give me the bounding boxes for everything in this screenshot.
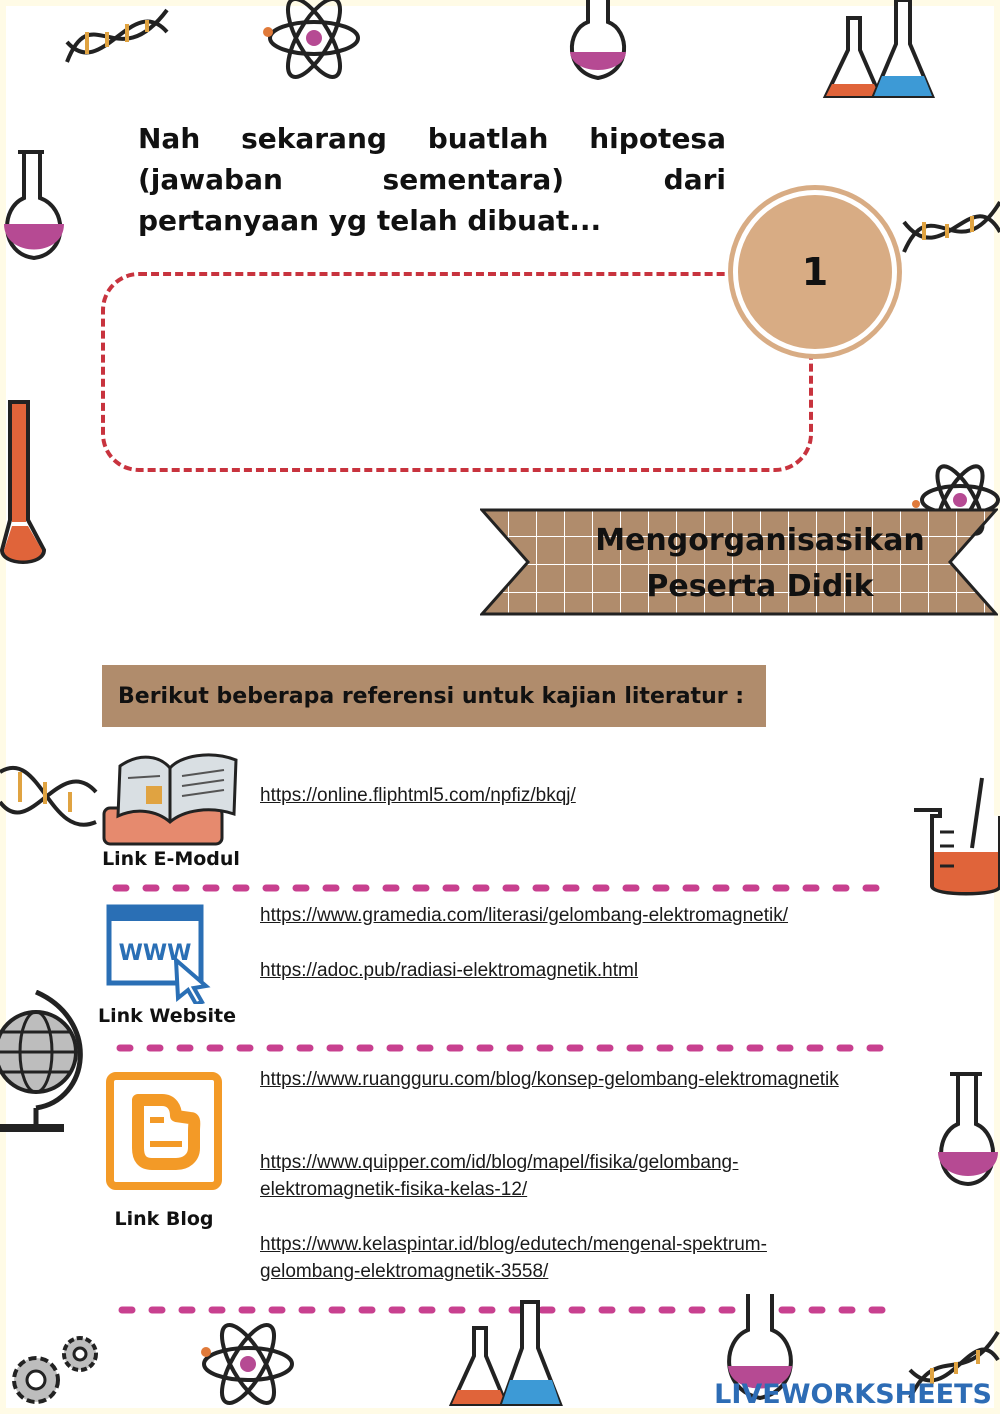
www-icon: WWW xyxy=(106,904,211,1004)
hypothesis-answer-input[interactable] xyxy=(118,290,718,454)
dna-icon xyxy=(908,1330,1000,1399)
ribbon-banner xyxy=(480,508,998,616)
blog-link-ruangguru[interactable]: https://www.ruangguru.com/blog/konsep-ge… xyxy=(260,1069,839,1090)
banner-line2: Peserta Didik xyxy=(646,569,874,604)
blog-link-kelaspintar[interactable]: https://www.kelaspintar.id/blog/edutech/… xyxy=(260,1234,767,1282)
dna-icon xyxy=(0,765,98,827)
flask-icon xyxy=(4,150,64,261)
question-number-badge: 1 xyxy=(733,190,897,354)
section-label: Link Blog xyxy=(114,1208,214,1230)
section-label: Link Website xyxy=(98,1005,236,1027)
atom-icon xyxy=(263,0,360,79)
flask-icon xyxy=(727,1294,793,1401)
gears-icon xyxy=(12,1336,98,1404)
dna-icon xyxy=(902,200,1000,253)
dotted-divider xyxy=(116,1044,896,1052)
section-label: Link E-Modul xyxy=(102,848,240,870)
website-link-adoc[interactable]: https://adoc.pub/radiasi-elektromagnetik… xyxy=(260,960,639,981)
thermometer-icon xyxy=(0,400,47,564)
book-icon xyxy=(102,753,238,846)
banner-line1: Mengorganisasikan xyxy=(595,523,925,558)
liveworksheets-watermark: LIVEWORKSHEETS xyxy=(714,1379,992,1410)
answer-box-border xyxy=(101,272,813,472)
dotted-divider xyxy=(112,884,892,892)
website-link-gramedia[interactable]: https://www.gramedia.com/literasi/gelomb… xyxy=(260,905,789,926)
globe-icon xyxy=(0,990,83,1132)
references-header: Berikut beberapa referensi untuk kajian … xyxy=(102,665,766,727)
atom-icon xyxy=(201,1323,294,1405)
flask-icon xyxy=(938,1072,998,1187)
blog-link-quipper[interactable]: https://www.quipper.com/id/blog/mapel/fi… xyxy=(260,1152,739,1200)
banner-title: Mengorganisasikan Peserta Didik xyxy=(560,518,960,610)
instruction-text: Nah sekarang buatlah hipotesa (jawaban s… xyxy=(138,122,726,237)
blogger-icon xyxy=(106,1072,222,1190)
beaker-icon xyxy=(914,777,1000,896)
emodul-link[interactable]: https://online.fliphtml5.com/npfiz/bkqj/ xyxy=(260,785,576,806)
beakers-icon xyxy=(822,0,936,98)
beakers-icon xyxy=(448,1300,563,1406)
flask-icon xyxy=(570,0,626,81)
dna-icon xyxy=(65,8,169,63)
